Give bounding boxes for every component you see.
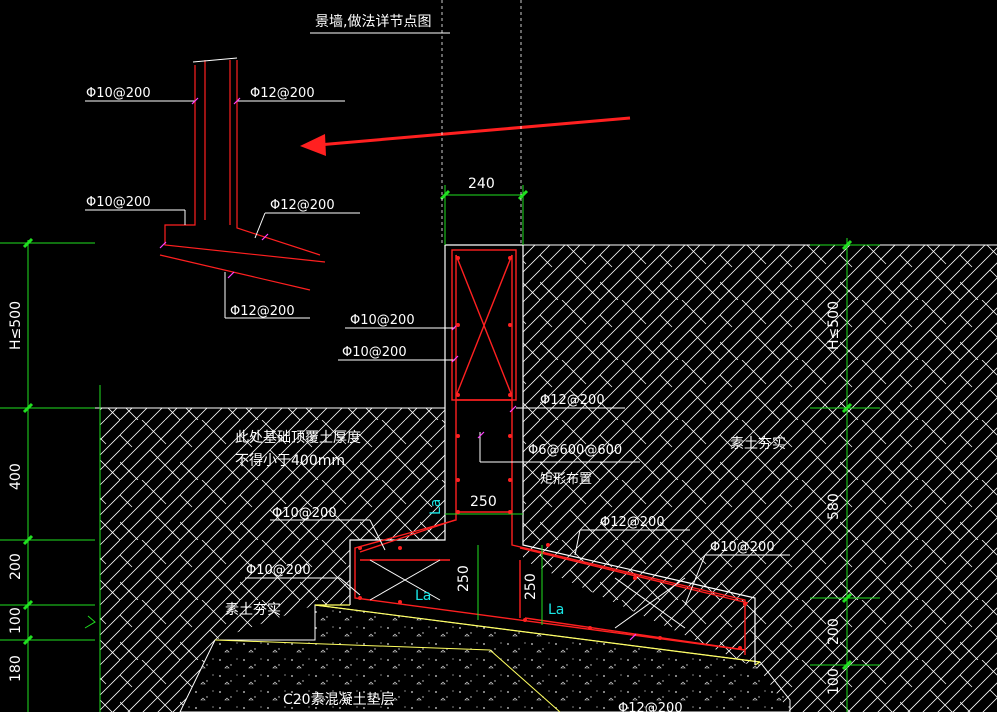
note-cover-line1: 此处基础顶覆土厚度 bbox=[235, 429, 361, 446]
la-label-wall: La bbox=[428, 499, 444, 515]
label-d10-footing-left: Φ10@200 bbox=[246, 563, 311, 578]
label-rect-layout: 矩形布置 bbox=[540, 472, 592, 487]
dim-250-wall: 250 bbox=[470, 494, 497, 510]
label-d10-elev-base: Φ10@200 bbox=[86, 195, 151, 210]
dim-200-left: 200 bbox=[8, 553, 24, 580]
label-d10-footing-right: Φ10@200 bbox=[710, 540, 775, 555]
dim-400: 400 bbox=[8, 463, 24, 490]
note-c20-cushion: C20素混凝土垫层 bbox=[283, 692, 395, 708]
label-d12-elev-base: Φ12@200 bbox=[270, 198, 335, 213]
la-label-left: La bbox=[415, 588, 431, 604]
dim-200-right: 200 bbox=[826, 618, 842, 645]
dim-250-footing-right: 250 bbox=[523, 573, 539, 600]
label-d10-wall-b: Φ10@200 bbox=[342, 345, 407, 360]
dim-100-left: 100 bbox=[8, 607, 24, 634]
dim-580: 580 bbox=[826, 493, 842, 520]
rebar-dots bbox=[358, 256, 747, 650]
axis-lines bbox=[441, 0, 522, 245]
elevation-sketch bbox=[159, 60, 326, 291]
pointer-arrow bbox=[300, 116, 631, 156]
note-compacted-left: 素土夯实 bbox=[225, 602, 281, 618]
rebar-markers bbox=[159, 97, 637, 641]
label-d10-footing-top: Φ10@200 bbox=[272, 506, 337, 521]
footing-cover-outline bbox=[315, 604, 761, 666]
dim-100-right: 100 bbox=[826, 668, 842, 695]
dimension-lines bbox=[0, 185, 880, 712]
label-d12-bottom: Φ12@200 bbox=[618, 701, 683, 712]
dim-240: 240 bbox=[468, 176, 495, 192]
label-d10-wall-a: Φ10@200 bbox=[350, 313, 415, 328]
label-d12-wall: Φ12@200 bbox=[540, 393, 605, 408]
dim-h-right: H≤500 bbox=[826, 301, 842, 350]
soil-hatch bbox=[100, 245, 997, 712]
leader-lines bbox=[85, 32, 790, 712]
dim-180-left: 180 bbox=[8, 655, 24, 682]
footing-cross-marks bbox=[369, 559, 686, 629]
main-rebar bbox=[354, 249, 749, 655]
note-compacted-right: 素土夯实 bbox=[730, 436, 786, 452]
drawing-title: 景墙,做法详节点图 bbox=[315, 14, 431, 30]
label-d12-elev-bottom: Φ12@200 bbox=[230, 304, 295, 319]
label-d10-elev-top: Φ10@200 bbox=[86, 86, 151, 101]
label-d6-tie: Φ6@600@600 bbox=[528, 443, 622, 458]
note-cover-line2: 不得小于400mm bbox=[235, 452, 345, 469]
dim-h-left: H≤500 bbox=[8, 301, 24, 350]
label-d12-elev-top: Φ12@200 bbox=[250, 86, 315, 101]
dimension-ticks bbox=[22, 189, 853, 671]
concrete-cushion bbox=[179, 604, 791, 712]
label-d12-footing: Φ12@200 bbox=[600, 515, 665, 530]
labels: 景墙,做法详节点图 Φ10@200 Φ12@200 Φ10@200 Φ12@20… bbox=[8, 14, 842, 712]
elevation-sketch-outline bbox=[192, 57, 238, 63]
dim-250-footing-left: 250 bbox=[456, 565, 472, 592]
la-label-right: La bbox=[548, 602, 564, 618]
